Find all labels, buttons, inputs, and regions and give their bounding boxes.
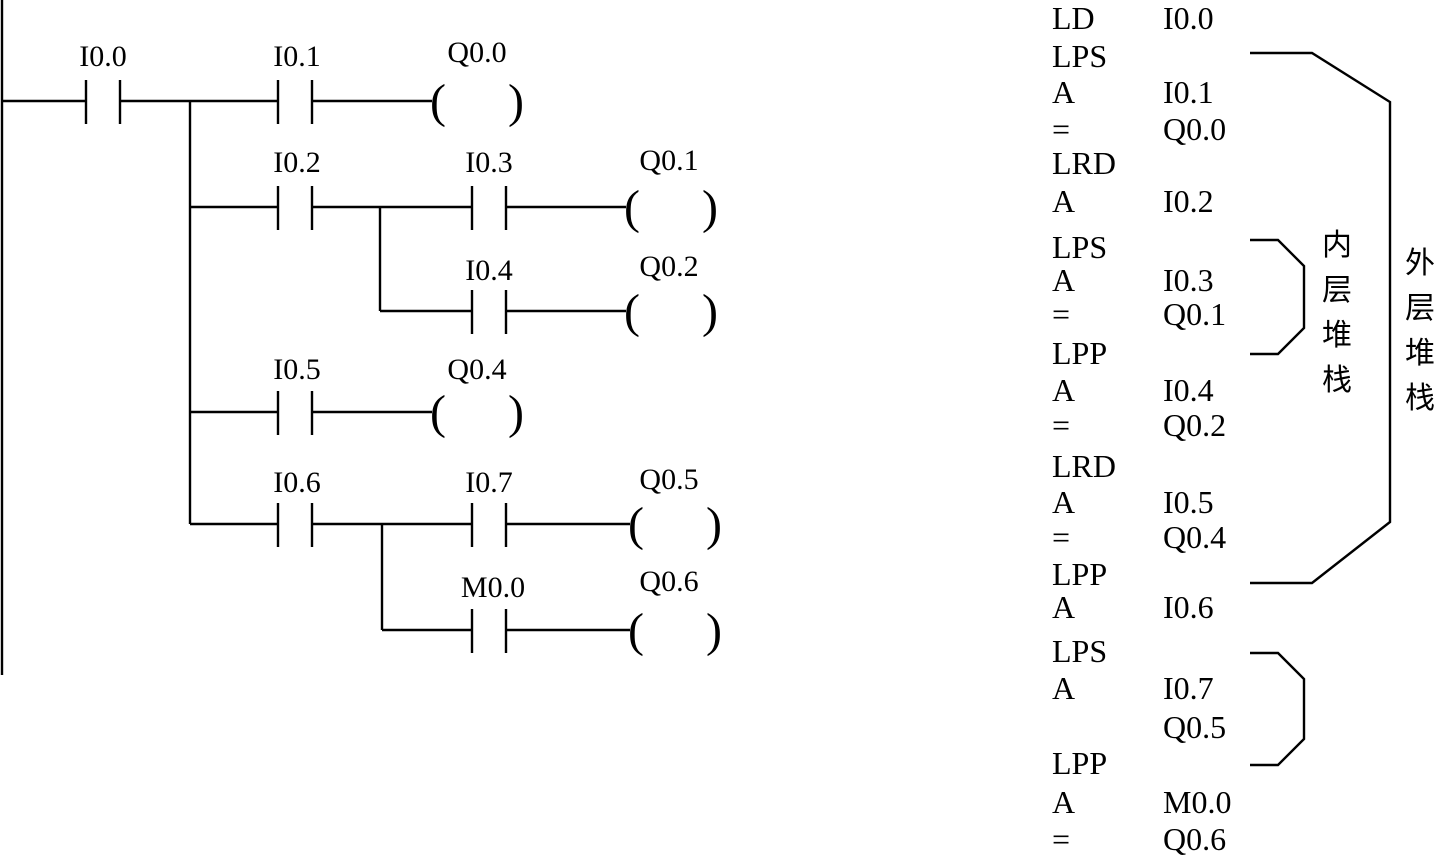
coil-right-paren: ) [702, 181, 718, 234]
il-operand: I0.0 [1163, 0, 1214, 36]
inner-stack-label: 内层堆栈 [1322, 228, 1352, 398]
il-operand: M0.0 [1163, 784, 1231, 820]
il-op: = [1052, 407, 1070, 443]
contact-i0-6: I0.6 [273, 466, 321, 547]
coil-label: Q0.4 [447, 353, 506, 386]
il-op: LPS [1052, 229, 1107, 265]
il-op: = [1052, 296, 1070, 332]
coil-label: Q0.1 [639, 144, 698, 177]
coil-label: Q0.2 [639, 250, 698, 283]
contact-i0-1: I0.1 [273, 40, 321, 124]
coil-right-paren: ) [508, 386, 524, 439]
contact-i0-4: I0.4 [465, 254, 513, 334]
coil-left-paren: ( [628, 604, 644, 657]
il-op: LPP [1052, 556, 1107, 592]
coil-right-paren: ) [706, 498, 722, 551]
coil-label: Q0.0 [447, 36, 506, 69]
coil-left-paren: ( [430, 386, 446, 439]
coil-left-paren: ( [624, 285, 640, 338]
coil-left-paren: ( [624, 181, 640, 234]
inner-label-text: 内层堆栈 [1322, 228, 1352, 398]
il-operand: I0.3 [1163, 262, 1214, 298]
contact-i0-7: I0.7 [465, 466, 513, 547]
inner-stack-bracket-2 [1250, 651, 1306, 767]
il-operand: Q0.5 [1163, 709, 1226, 745]
il-op: A [1052, 484, 1075, 520]
coil-right-paren: ) [702, 285, 718, 338]
il-operand: I0.7 [1163, 670, 1214, 706]
il-operand: Q0.0 [1163, 111, 1226, 147]
coil-q0-4: ( ) Q0.4 [430, 353, 524, 439]
coil-right-paren: ) [508, 75, 524, 128]
il-op: LPP [1052, 335, 1107, 371]
outer-stack-label: 外层堆栈 [1405, 246, 1435, 416]
coil-q0-0: ( ) Q0.0 [430, 36, 524, 128]
il-op: = [1052, 111, 1070, 147]
contact-m0-0: M0.0 [461, 571, 525, 653]
contact-label: I0.0 [79, 40, 127, 73]
il-operand: I0.4 [1163, 372, 1214, 408]
coil-label: Q0.5 [639, 463, 698, 496]
il-operand: Q0.6 [1163, 821, 1226, 857]
il-op: A [1052, 670, 1075, 706]
il-op: A [1052, 183, 1075, 219]
inner-stack-bracket-1 [1250, 238, 1306, 356]
il-operand: Q0.4 [1163, 519, 1226, 555]
contact-label: I0.6 [273, 466, 321, 499]
coil-q0-5: ( ) Q0.5 [628, 463, 722, 551]
il-op: LPP [1052, 745, 1107, 781]
il-operand: I0.1 [1163, 74, 1214, 110]
il-op: = [1052, 821, 1070, 857]
coil-q0-1: ( ) Q0.1 [624, 144, 718, 234]
coil-q0-6: ( ) Q0.6 [628, 565, 722, 657]
contact-i0-5: I0.5 [273, 353, 321, 435]
il-op: A [1052, 372, 1075, 408]
coil-label: Q0.6 [639, 565, 698, 598]
il-op: LPS [1052, 38, 1107, 74]
contact-label: I0.7 [465, 466, 513, 499]
contact-label: I0.3 [465, 146, 513, 179]
il-operand: Q0.2 [1163, 407, 1226, 443]
il-op: A [1052, 262, 1075, 298]
coil-left-paren: ( [430, 75, 446, 128]
contact-label: I0.1 [273, 40, 321, 73]
contact-label: M0.0 [461, 571, 525, 604]
il-op: LRD [1052, 145, 1116, 181]
outer-stack-bracket [1250, 51, 1392, 585]
ladder-wires [2, 99, 630, 632]
il-operand: Q0.1 [1163, 296, 1226, 332]
contact-label: I0.4 [465, 254, 513, 287]
contact-i0-3: I0.3 [465, 146, 513, 230]
il-operand: I0.6 [1163, 589, 1214, 625]
il-op: LPS [1052, 633, 1107, 669]
contact-i0-0: I0.0 [79, 40, 127, 124]
contact-i0-2: I0.2 [273, 146, 321, 230]
il-op: A [1052, 784, 1075, 820]
il-op: A [1052, 589, 1075, 625]
contact-label: I0.5 [273, 353, 321, 386]
il-op: = [1052, 519, 1070, 555]
coil-q0-2: ( ) Q0.2 [624, 250, 718, 338]
il-operand: I0.5 [1163, 484, 1214, 520]
il-operand: I0.2 [1163, 183, 1214, 219]
contact-label: I0.2 [273, 146, 321, 179]
coil-right-paren: ) [706, 604, 722, 657]
il-op: A [1052, 74, 1075, 110]
il-op: LRD [1052, 448, 1116, 484]
il-op: LD [1052, 0, 1095, 36]
coil-left-paren: ( [628, 498, 644, 551]
outer-label-text: 外层堆栈 [1405, 246, 1435, 416]
